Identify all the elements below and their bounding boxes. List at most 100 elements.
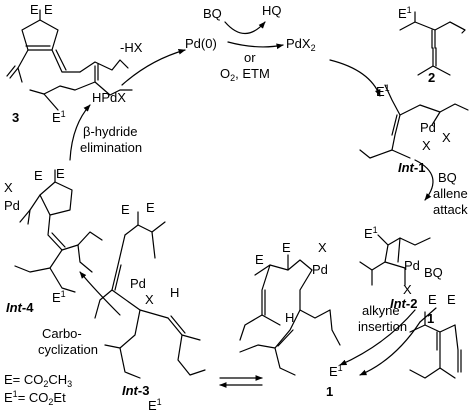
label-pd0: Pd(0) — [185, 36, 217, 51]
int1-number: -1 — [413, 160, 426, 175]
atom-e-int4-b: E — [56, 166, 65, 181]
structure-3 — [6, 9, 133, 111]
arrow-alkyne-from-1 — [419, 307, 437, 323]
label-o2-etm: O2, ETM — [220, 66, 270, 83]
atom-e1-int4: E1 — [52, 289, 66, 306]
label-int-4: Int-4 — [6, 300, 33, 315]
int2-number: -2 — [405, 296, 418, 311]
arrow-hpdx-to-pd0 — [121, 49, 186, 86]
structure-int-3 — [94, 211, 206, 379]
label-beta-hydride: β-hydride — [83, 124, 138, 139]
atom-pd-int1: Pd — [420, 120, 436, 135]
e1-int4-sup: 1 — [60, 289, 66, 299]
atom-e1-2: E1 — [398, 5, 412, 22]
label-hpdx: HPdX — [92, 90, 126, 105]
label-int-2: Int-2 — [390, 296, 417, 311]
label-insertion: insertion — [358, 319, 408, 334]
arrow-int4-to-hpdx — [69, 104, 91, 161]
int2-text: Int — [390, 296, 406, 311]
e1-int3p-text: E — [329, 364, 338, 379]
e-def-text: E= CO — [4, 372, 44, 387]
e1-3-sup: 1 — [60, 109, 66, 119]
arrow-int1-to-int2 — [414, 159, 434, 201]
atom-e-1b: E — [447, 292, 456, 307]
label-bq-top: BQ — [203, 6, 222, 21]
e-def-rest: CH — [48, 372, 68, 387]
atom-e-3b: E — [44, 2, 53, 17]
atom-e1-int2: E1 — [364, 226, 378, 242]
structure-int-1 — [359, 84, 469, 159]
atom-pd-int4: Pd — [4, 198, 20, 213]
atom-e1-int3p: E1 — [329, 363, 343, 380]
atom-e1-int3: E1 — [148, 397, 162, 414]
atom-e-int3p-a: E — [255, 252, 264, 267]
label-cyclization: cyclization — [38, 342, 98, 357]
label-hq: HQ — [262, 3, 282, 18]
e1-2-text: E — [398, 6, 407, 21]
int4-number: -4 — [21, 300, 34, 315]
atom-x-int1a: X — [442, 130, 451, 145]
arrow-pd0-to-pdx2 — [227, 41, 284, 50]
definition-e1: E1= CO2Et — [4, 389, 66, 407]
e1-int2-text: E — [364, 226, 373, 241]
atom-e1-int1: E1 — [376, 83, 390, 100]
label-minus-hx: -HX — [120, 40, 143, 55]
label-int-1: Int-1 — [398, 160, 425, 175]
etm-text: , ETM — [235, 66, 270, 81]
atom-h-int3: H — [170, 285, 180, 300]
e1-2-sup: 1 — [406, 5, 412, 15]
label-elimination: elimination — [80, 140, 143, 155]
label-allene: allene — [433, 186, 468, 201]
e1-int3-text: E — [148, 398, 157, 413]
atom-e-3a: E — [30, 2, 39, 17]
atom-x-int2: X — [403, 282, 412, 297]
label-alkyne: alkyne — [362, 303, 400, 318]
atom-h-int3p: H — [285, 310, 295, 325]
pdx2-subscript: 2 — [310, 43, 316, 53]
label-bq-attack: BQ — [438, 170, 457, 185]
structure-int-3-prime — [239, 254, 341, 376]
e-def-sub2: 3 — [67, 379, 73, 389]
int3-number: -3 — [137, 383, 150, 398]
arrow-int2-to-int3 — [339, 309, 416, 366]
atom-pd-int3p: Pd — [312, 262, 328, 277]
structure-2 — [399, 11, 466, 76]
label-int-3: Int-3 — [122, 383, 149, 398]
o2-subscript: 2 — [230, 73, 236, 83]
structure-int-2 — [359, 234, 431, 286]
label-compound-1: 1 — [427, 311, 435, 326]
atom-e-1a: E — [428, 292, 437, 307]
structure-int-4 — [14, 169, 103, 293]
atom-x-int4: X — [4, 180, 13, 195]
e1-int1-text: E — [376, 84, 385, 99]
e1-def-rest2: Et — [53, 390, 66, 405]
atom-e-int3-b: E — [146, 200, 155, 215]
e1-def-rest: = CO — [17, 390, 49, 405]
label-or: or — [244, 50, 256, 65]
e1-def-sup: 1 — [12, 389, 18, 399]
atom-pd-int3: Pd — [130, 276, 146, 291]
arrow-bq-to-hq — [224, 21, 266, 35]
atom-pd-int2: Pd — [404, 258, 420, 273]
pdx2-text: PdX — [286, 36, 311, 51]
label-pdx2: PdX2 — [286, 36, 316, 53]
e1-int3-sup: 1 — [156, 397, 162, 407]
atom-bq-int2: BQ — [424, 265, 443, 280]
label-compound-1-bottom: 1 — [326, 384, 334, 399]
atom-x-int3p: X — [318, 240, 327, 255]
e1-int1-sup: 1 — [384, 83, 390, 93]
int3-text: Int — [122, 383, 138, 398]
arrow-pdx2-to-int1 — [329, 59, 381, 97]
int1-text: Int — [398, 160, 414, 175]
e1-def-text: E — [4, 390, 13, 405]
e1-def-sub: 2 — [48, 397, 54, 407]
atom-x-int3: X — [145, 292, 154, 307]
label-carbo: Carbo- — [42, 326, 82, 341]
atom-e-int3-a: E — [121, 202, 130, 217]
label-compound-2: 2 — [428, 70, 436, 85]
e1-int3p-sup: 1 — [337, 363, 343, 373]
e1-3-text: E — [52, 110, 61, 125]
o2-text: O — [220, 66, 231, 81]
atom-e1-3: E1 — [52, 109, 66, 126]
